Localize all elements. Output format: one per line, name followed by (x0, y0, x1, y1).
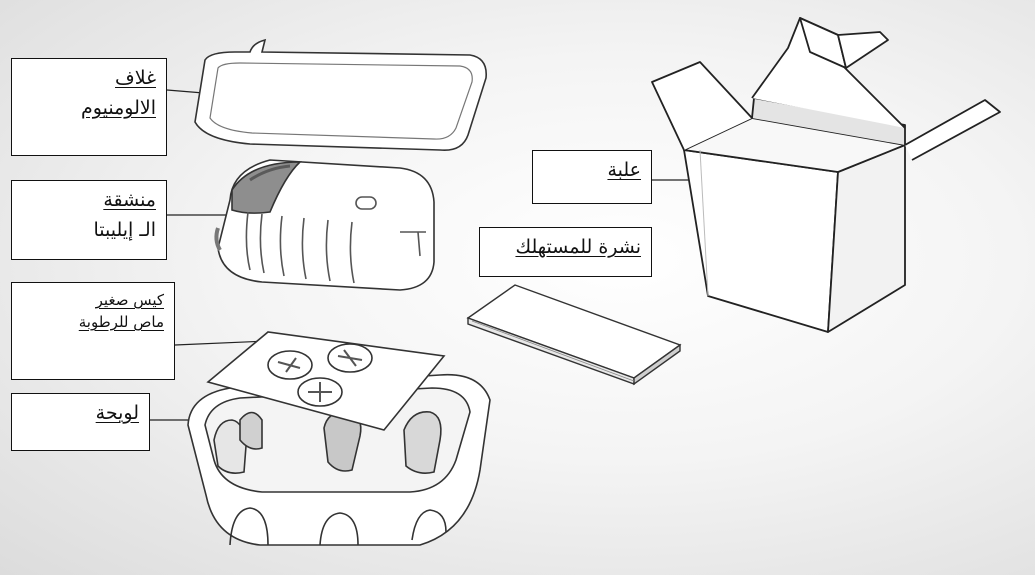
label-aluminium-foil-line2: الالومنيوم (22, 93, 156, 123)
label-ellipta-inhaler-line2: الـ إيليبتا (22, 215, 156, 245)
label-box-line1: علبة (543, 155, 641, 185)
label-box: علبة (532, 150, 652, 204)
aluminium-foil-lid (195, 40, 486, 150)
label-patient-leaflet-line1: نشرة للمستهلك (490, 232, 641, 262)
label-ellipta-inhaler-line1: منشقة (22, 185, 156, 215)
label-tray-line1: لويحة (22, 398, 139, 428)
carton-box (652, 18, 1000, 332)
label-aluminium-foil: غلاف الالومنيوم (11, 58, 167, 156)
label-ellipta-inhaler: منشقة الـ إيليبتا (11, 180, 167, 260)
label-patient-leaflet: نشرة للمستهلك (479, 227, 652, 277)
label-desiccant: كيس صغير ماص للرطوبة (11, 282, 175, 380)
label-desiccant-line1: كيس صغير (22, 289, 164, 311)
ellipta-inhaler (216, 160, 434, 290)
patient-leaflet (468, 285, 680, 384)
label-tray: لويحة (11, 393, 150, 451)
label-desiccant-line2: ماص للرطوبة (22, 311, 164, 333)
label-aluminium-foil-line1: غلاف (22, 63, 156, 93)
